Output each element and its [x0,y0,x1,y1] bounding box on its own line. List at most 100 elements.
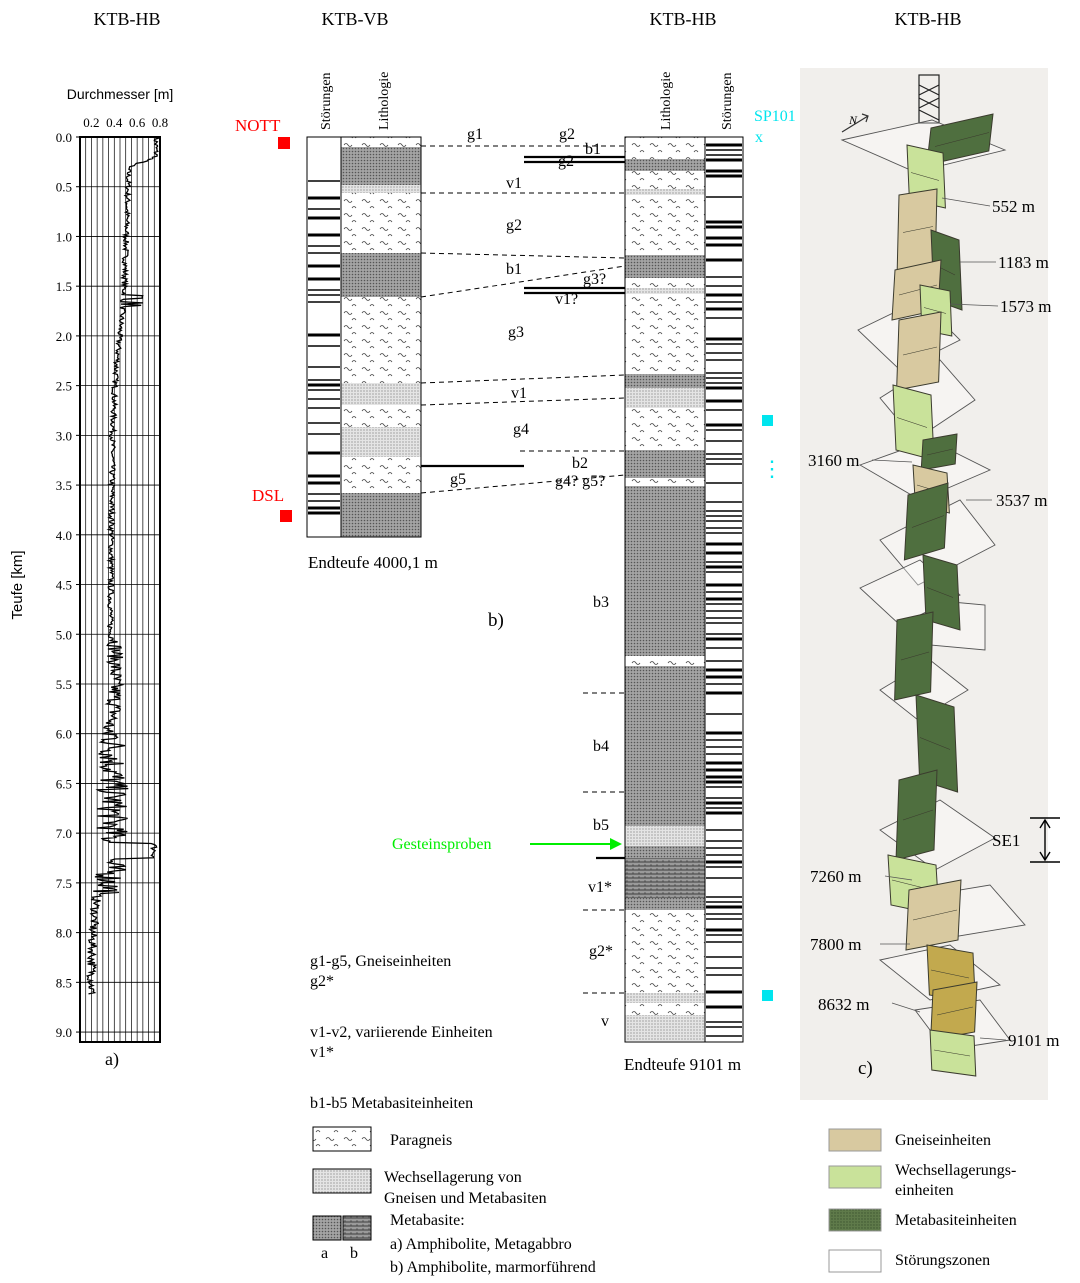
segment-hatch [934,132,990,147]
y-tick-label: 5.0 [56,627,72,642]
vb-endteufe: Endteufe 4000,1 m [308,553,438,572]
dsl-marker [280,510,292,522]
unit-g3q: g3? [583,271,606,288]
title-c: KTB-HB [895,9,962,29]
panel-a-label: a) [105,1049,119,1070]
legend-gneis-sub: g2* [310,973,334,990]
title-a: KTB-HB [94,9,161,29]
y-tick-label: 0.0 [56,130,72,145]
panel-a-ylabel: Teufe [km] [9,550,26,619]
unit-b1a: b1 [585,141,601,158]
unit-v: v [601,1013,609,1030]
segment-hatch [912,909,958,921]
x-tick-label: 0.2 [83,115,99,130]
unit-b3: b3 [593,594,609,611]
legend-c-gneis: Gneiseinheiten [895,1132,991,1149]
legend-gneis: g1-g5, Gneiseinheiten [310,953,451,970]
correlation-solid-lines [421,155,625,860]
segment-hatch [911,515,945,528]
panel-b-hb-column: Lithologie Störungen [392,72,796,1074]
y-tick-label: 6.5 [56,776,72,791]
unit-g2a: g2 [559,126,575,143]
unit-v1s: v1* [588,879,612,896]
segment-hatch [900,651,930,661]
unit-g4g5: g4? g5? [555,473,605,490]
unit-g1: g1 [467,126,483,143]
y-tick-label: 2.0 [56,329,72,344]
depth-1183: 1183 m [998,253,1049,272]
segment-hatch [910,172,940,181]
legend-var-sub: v1* [310,1044,334,1061]
segment-hatch [919,737,951,750]
depth-9101: 9101 m [1008,1031,1059,1050]
segment-hatch [933,1049,971,1057]
segment-hatch [896,417,928,428]
borehole-segments [887,113,994,1077]
legend-metabasite: Metabasite: [390,1212,465,1229]
hb-fault-lines [706,143,742,1037]
x-tick-label: 0.4 [106,115,123,130]
y-tick-label: 4.5 [56,578,72,593]
y-tick-label: 7.0 [56,826,72,841]
borehole-segment [922,554,961,631]
borehole-segment [915,694,959,793]
legend-meta-b: b) Amphibolite, marmorführend [390,1259,596,1276]
unit-g2s: g2* [589,943,613,960]
segment-hatch [936,1006,974,1016]
segment-hatch [930,969,970,979]
legend-c-swatch-gneis [828,1128,882,1152]
sp101-x: x [755,129,763,146]
unit-b4: b4 [593,738,609,755]
segment-hatch [902,346,938,356]
legend-c-wechsel-2: einheiten [895,1182,954,1199]
depth-3160: 3160 m [808,451,859,470]
y-tick-label: 1.0 [56,229,72,244]
gesteinsproben-label: Gesteinsproben [392,836,492,853]
title-b-left: KTB-VB [322,9,389,29]
segment-hatch [926,448,954,456]
unit-v1b: v1 [511,385,527,402]
unit-g2b: g2 [558,153,574,170]
segment-hatch [926,587,954,598]
unit-g3: g3 [508,324,524,341]
legend-c-swatch-wechsel [828,1165,882,1189]
hb-header-lithologie: Lithologie [659,72,674,130]
panel-c-legend: Gneiseinheiten Wechsellagerungs- einheit… [828,1128,1017,1273]
north-arrow [841,113,869,133]
unit-b1b: b1 [506,261,522,278]
north-label: N [848,113,858,127]
vb-fault-lines [308,180,340,515]
unit-g5: g5 [450,471,466,488]
x-tick-label: 0.8 [152,115,168,130]
panel-a-grid [80,137,160,1042]
legend-wechsel-1: Wechsellagerung von [384,1169,522,1186]
nott-marker [278,137,290,149]
legend-swatch-wechsel [312,1168,372,1194]
panel-a-y-ticks: 0.00.51.01.52.02.53.03.54.04.55.05.56.06… [56,130,80,1040]
caliper-curve [86,136,161,995]
legend-c-swatch-stoer [828,1249,882,1273]
unit-g2c: g2 [506,217,522,234]
legend-paragneis: Paragneis [390,1132,452,1149]
borehole-segment [905,879,962,951]
legend-meta: b1-b5 Metabasiteinheiten [310,1095,473,1112]
y-tick-label: 7.5 [56,876,72,891]
hb-endteufe: Endteufe 9101 m [624,1055,741,1074]
se1-bracket [1030,817,1060,863]
cyan-marker-2 [762,990,773,1001]
segment-hatch [902,809,934,821]
depth-1573: 1573 m [1000,297,1051,316]
depth-7260: 7260 m [810,867,861,886]
panel-a-xlabel: Durchmesser [m] [67,86,174,102]
y-tick-label: 4.0 [56,528,72,543]
unit-v1a: v1 [506,175,522,192]
cyan-dots: ⋮ [761,456,783,481]
title-b-right: KTB-HB [650,9,717,29]
correlation-lines [420,145,626,994]
legend-swatch-meta-b [342,1215,372,1241]
borehole-segment [903,482,949,561]
cyan-marker-1 [762,415,773,426]
legend-meta-a: a) Amphibolite, Metagabbro [390,1236,572,1253]
x-tick-label: 0.6 [129,115,146,130]
segment-hatch [902,226,934,233]
